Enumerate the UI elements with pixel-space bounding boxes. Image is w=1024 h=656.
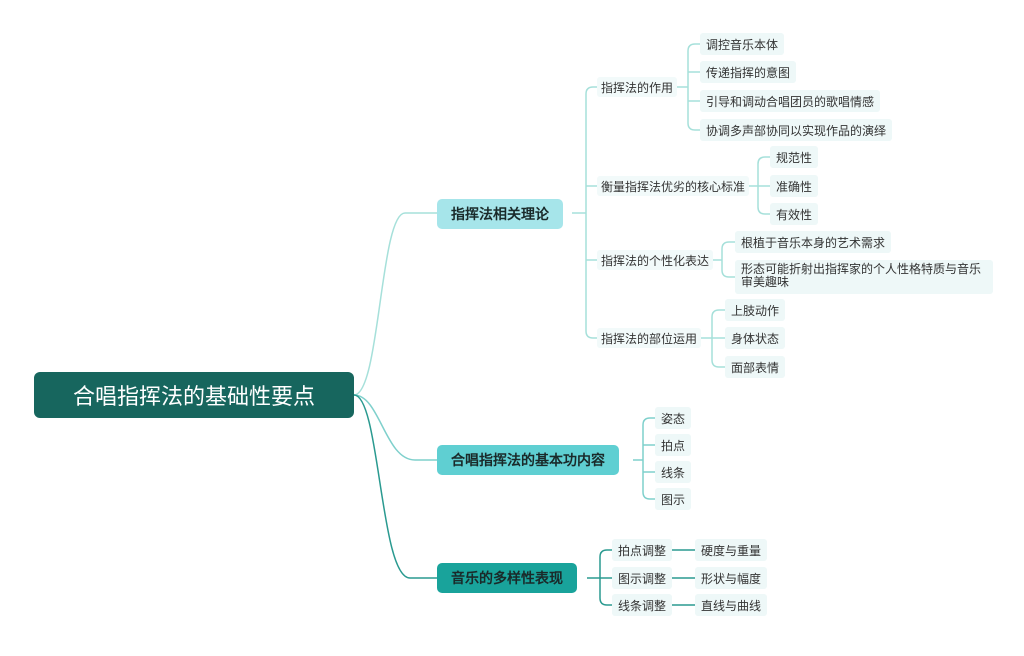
branch-music-diversity[interactable]: 音乐的多样性表现 xyxy=(437,563,577,593)
branch-basic-skills[interactable]: 合唱指挥法的基本功内容 xyxy=(437,445,619,475)
leaf[interactable]: 调控音乐本体 xyxy=(700,33,785,55)
leaf[interactable]: 引导和调动合唱团员的歌唱情感 xyxy=(700,90,881,112)
leaf[interactable]: 准确性 xyxy=(770,175,819,197)
leaf[interactable]: 姿态 xyxy=(655,407,692,429)
leaf[interactable]: 上肢动作 xyxy=(725,299,786,321)
leaf[interactable]: 规范性 xyxy=(770,146,819,168)
leaf[interactable]: 形状与幅度 xyxy=(695,567,768,589)
topic-role[interactable]: 指挥法的作用 xyxy=(597,77,678,97)
leaf[interactable]: 直线与曲线 xyxy=(695,594,768,616)
root-topic[interactable]: 合唱指挥法的基础性要点 xyxy=(34,372,354,418)
leaf[interactable]: 线条 xyxy=(655,461,692,483)
leaf[interactable]: 身体状态 xyxy=(725,327,786,349)
topic-beat-adjust[interactable]: 拍点调整 xyxy=(612,539,673,561)
leaf[interactable]: 硬度与重量 xyxy=(695,539,768,561)
topic-line-adjust[interactable]: 线条调整 xyxy=(612,594,673,616)
leaf[interactable]: 传递指挥的意图 xyxy=(700,61,797,83)
leaf[interactable]: 有效性 xyxy=(770,203,819,225)
topic-personal-expression[interactable]: 指挥法的个性化表达 xyxy=(597,250,714,270)
topic-diagram-adjust[interactable]: 图示调整 xyxy=(612,567,673,589)
branch-theory[interactable]: 指挥法相关理论 xyxy=(437,199,563,229)
topic-core-standard[interactable]: 衡量指挥法优劣的核心标准 xyxy=(597,176,750,196)
leaf[interactable]: 拍点 xyxy=(655,434,692,456)
leaf[interactable]: 面部表情 xyxy=(725,356,786,378)
leaf[interactable]: 协调多声部协同以实现作品的演绎 xyxy=(700,119,893,141)
leaf[interactable]: 根植于音乐本身的艺术需求 xyxy=(735,231,892,253)
topic-body-usage[interactable]: 指挥法的部位运用 xyxy=(597,328,702,348)
leaf[interactable]: 图示 xyxy=(655,488,692,510)
leaf[interactable]: 形态可能折射出指挥家的个人性格特质与音乐审美趣味 xyxy=(735,260,993,294)
